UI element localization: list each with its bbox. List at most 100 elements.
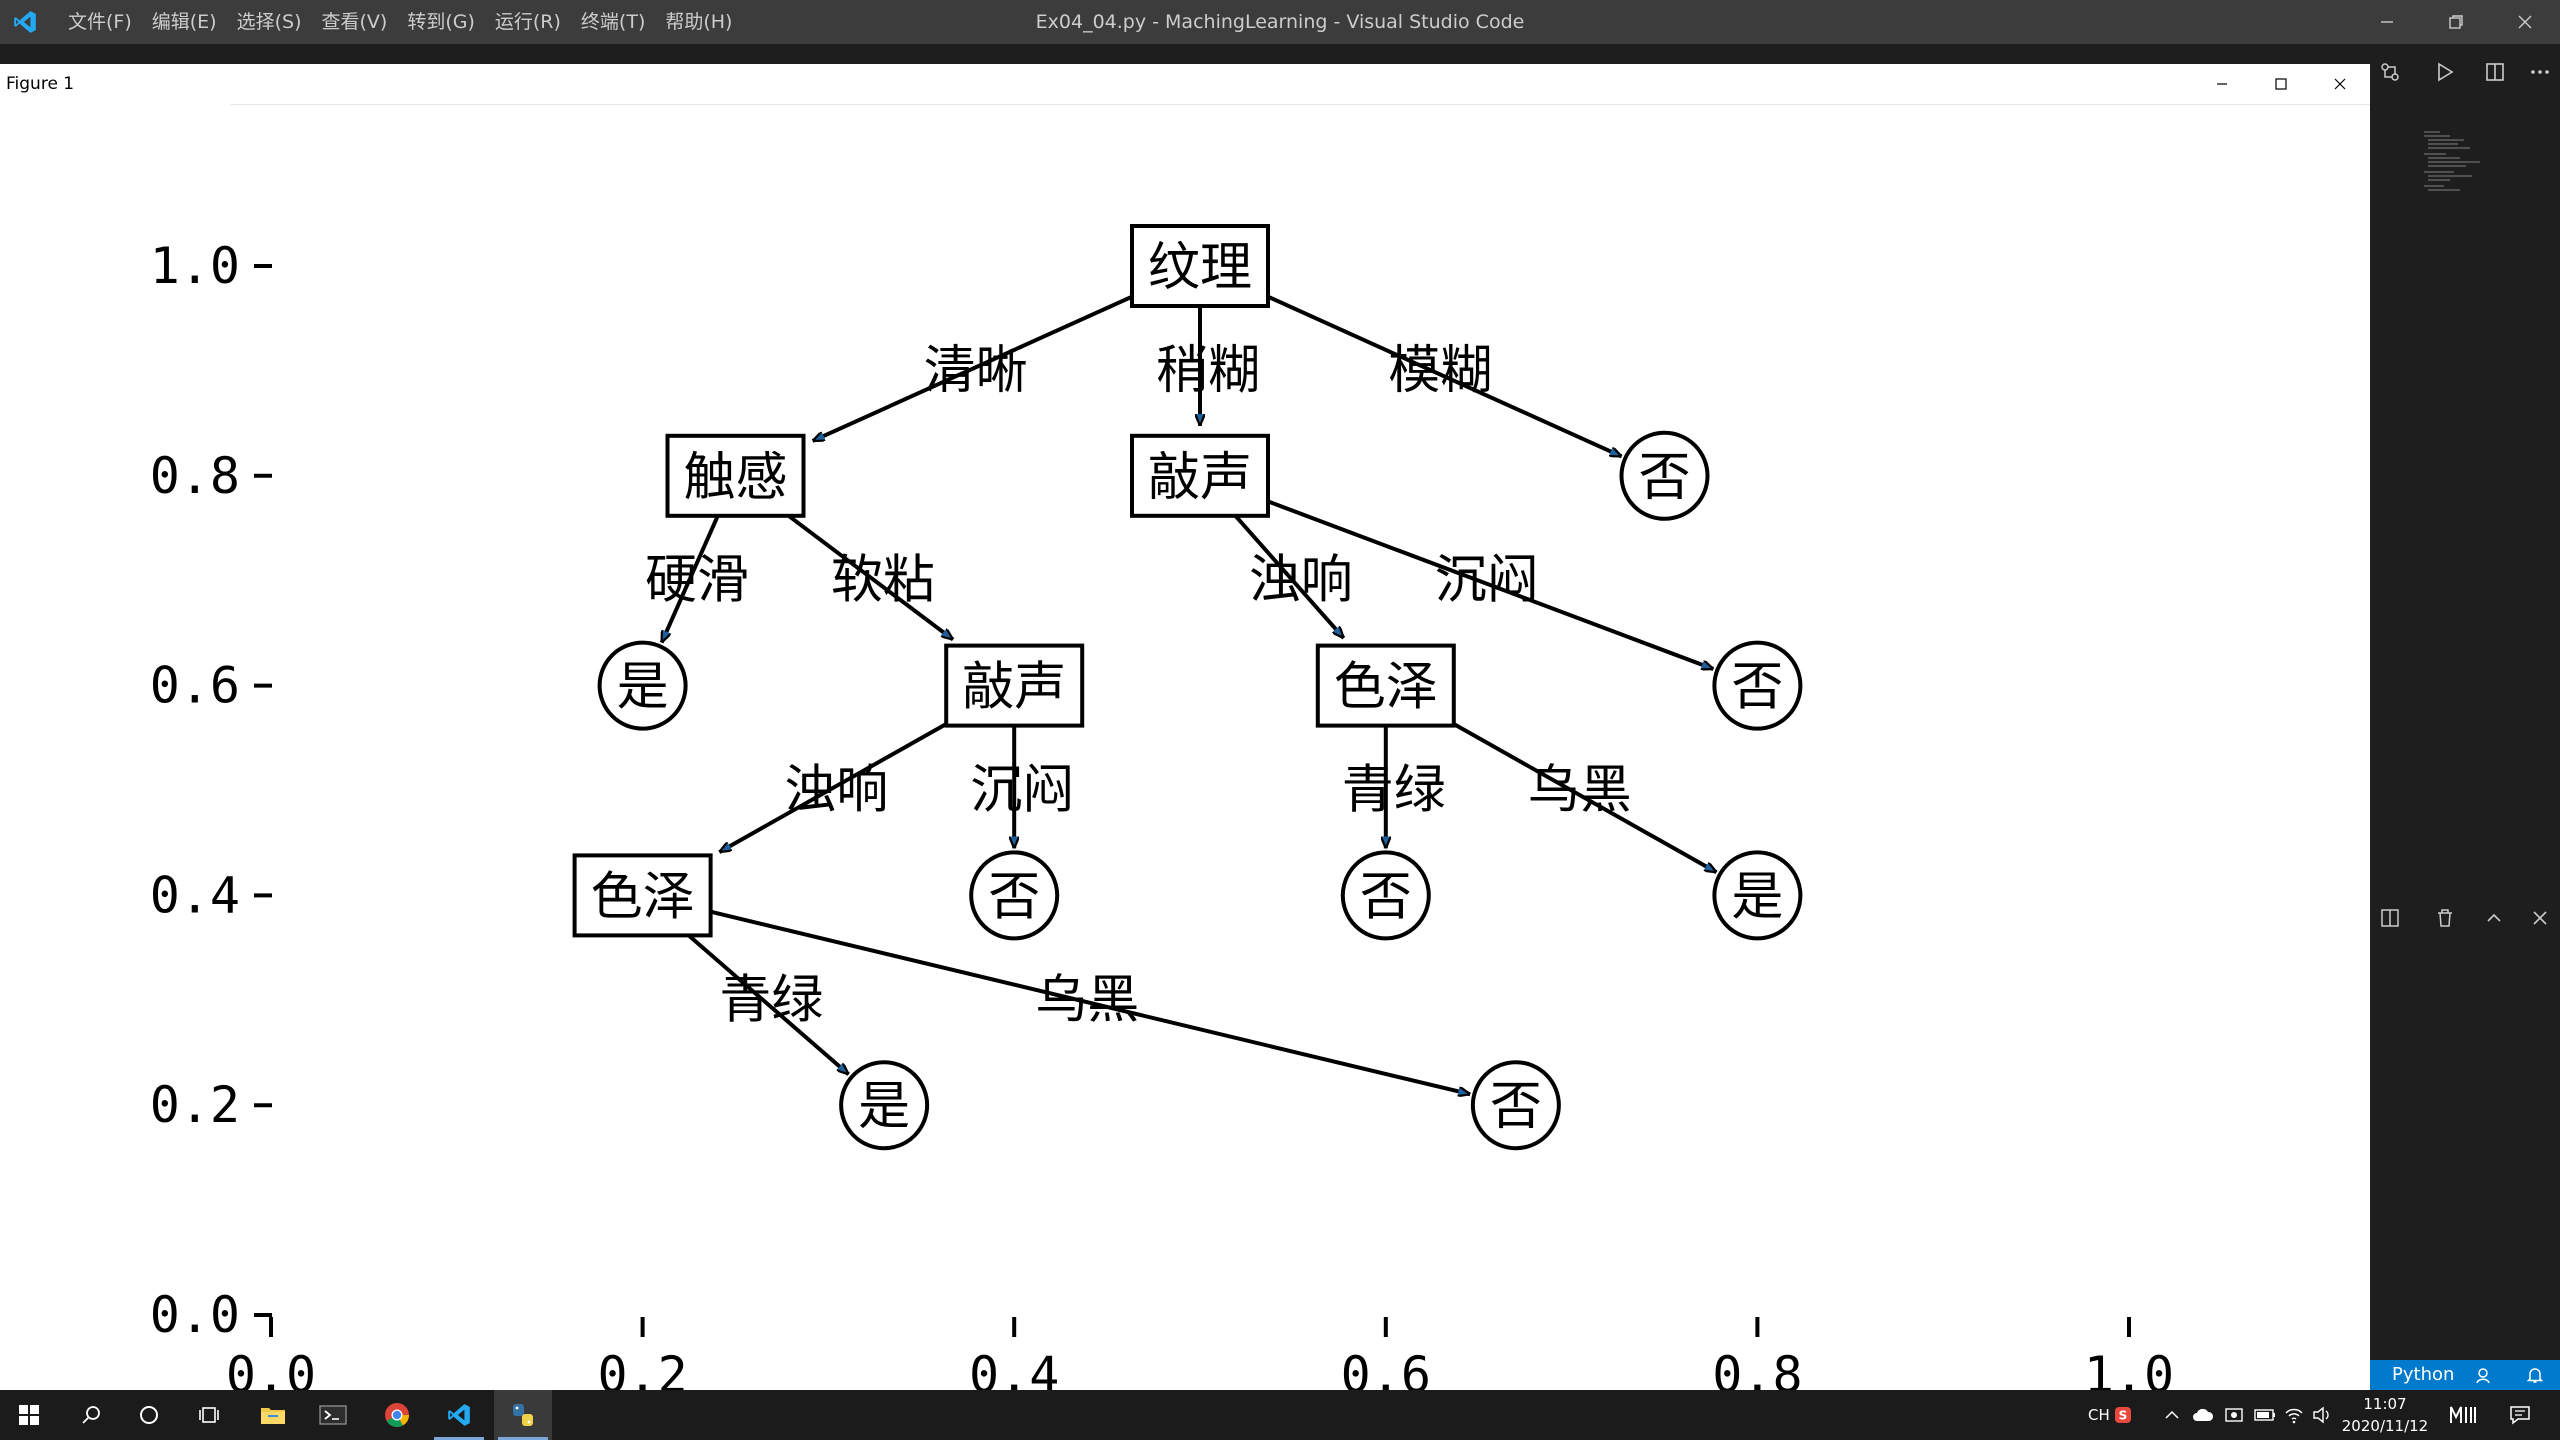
menu-terminal[interactable]: 终端(T) xyxy=(580,11,646,33)
leaf-node-label: 否 xyxy=(1360,867,1412,927)
menu-bar: 文件(F) 编辑(E) 选择(S) 查看(V) 转到(G) 运行(R) 终端(T… xyxy=(58,0,742,44)
menu-run[interactable]: 运行(R) xyxy=(494,11,561,33)
window-close-button[interactable] xyxy=(2496,0,2554,44)
leaf-node-circle xyxy=(597,640,688,731)
y-tick-label: 1.0 xyxy=(150,237,240,295)
bell-icon[interactable] xyxy=(2526,1366,2544,1384)
trash-icon xyxy=(2438,909,2452,927)
menu-view[interactable]: 查看(V) xyxy=(321,11,388,33)
ellipsis-icon xyxy=(2531,70,2549,74)
split-editor-icon xyxy=(2486,63,2504,81)
windows-taskbar: CH S 11:07 2020/11/12 xyxy=(0,1390,2560,1440)
cortana-icon xyxy=(140,1406,158,1424)
menu-selection[interactable]: 选择(S) xyxy=(236,11,302,33)
taskbar-file-explorer[interactable] xyxy=(244,1390,302,1440)
menu-go[interactable]: 转到(G) xyxy=(407,11,475,33)
windows-logo-icon xyxy=(19,1405,39,1425)
leaf-node-label: 是 xyxy=(1731,867,1783,927)
taskbar-chrome[interactable] xyxy=(368,1390,426,1440)
python-icon xyxy=(513,1404,533,1426)
leaf-node-circle xyxy=(1340,850,1431,941)
maximize-icon xyxy=(2275,78,2287,90)
search-button[interactable] xyxy=(62,1390,120,1440)
taskbar-python-figure[interactable] xyxy=(494,1390,552,1440)
tree-edge xyxy=(1233,514,1343,638)
decision-node-box xyxy=(1315,643,1456,728)
taskbar-vscode[interactable] xyxy=(430,1390,488,1440)
chevron-up-icon[interactable] xyxy=(2164,1407,2180,1423)
more-actions-button[interactable] xyxy=(2520,52,2560,92)
battery-icon[interactable] xyxy=(2254,1407,2276,1423)
x-tick-label: 0.4 xyxy=(969,1346,1059,1390)
close-icon xyxy=(2518,15,2532,29)
wifi-icon[interactable] xyxy=(2284,1405,2304,1425)
taskbar-terminal[interactable] xyxy=(304,1390,362,1440)
edge-label: 乌黑 xyxy=(1035,970,1139,1030)
editor-actions xyxy=(2370,52,2560,92)
figure-close-button[interactable] xyxy=(2311,64,2369,104)
figure-divider xyxy=(230,104,2370,105)
figure-maximize-button[interactable] xyxy=(2252,64,2310,104)
language-mode[interactable]: Python xyxy=(2392,1364,2455,1385)
decision-node-box xyxy=(1130,433,1270,518)
edge-label: 青绿 xyxy=(1342,761,1446,821)
tree-edge xyxy=(687,933,849,1074)
figure-title: Figure 1 xyxy=(6,74,75,94)
menu-help[interactable]: 帮助(H) xyxy=(665,11,733,33)
y-tick-label: 0.0 xyxy=(150,1286,240,1344)
tree-edge xyxy=(1452,722,1717,875)
leaf-node-circle xyxy=(969,850,1060,941)
vscode-titlebar: 文件(F) 编辑(E) 选择(S) 查看(V) 转到(G) 运行(R) 终端(T… xyxy=(0,0,2560,44)
edge-label: 浊响 xyxy=(1249,551,1353,611)
maximize-panel-button[interactable] xyxy=(2474,898,2514,938)
cortana-button[interactable] xyxy=(120,1390,178,1440)
window-minimize-button[interactable] xyxy=(2358,0,2416,44)
open-changes-button[interactable] xyxy=(2370,52,2410,92)
menu-file[interactable]: 文件(F) xyxy=(68,11,132,33)
app-tray-icon[interactable] xyxy=(2448,1403,2478,1427)
edge-label: 清晰 xyxy=(924,341,1028,401)
task-view-button[interactable] xyxy=(180,1390,238,1440)
run-button[interactable] xyxy=(2425,52,2465,92)
kill-terminal-button[interactable] xyxy=(2425,898,2465,938)
decision-node-label: 色泽 xyxy=(1334,658,1438,718)
sogou-icon[interactable]: S xyxy=(2114,1406,2132,1424)
edge-label: 硬滑 xyxy=(645,551,749,611)
chrome-icon xyxy=(385,1403,409,1428)
input-method-indicator[interactable]: CH xyxy=(2088,1406,2110,1424)
feedback-icon[interactable] xyxy=(2474,1366,2492,1384)
notification-icon[interactable] xyxy=(2508,1403,2532,1427)
clock-date[interactable]: 2020/11/12 xyxy=(2341,1417,2429,1435)
decision-node-label: 敲声 xyxy=(1148,448,1252,508)
volume-icon[interactable] xyxy=(2312,1405,2332,1425)
vscode-logo-icon xyxy=(14,11,36,33)
compare-icon xyxy=(2381,63,2399,81)
start-button[interactable] xyxy=(0,1390,58,1440)
edge-label: 软粘 xyxy=(831,551,935,611)
decision-node-box xyxy=(944,643,1085,728)
edge-label: 沉闷 xyxy=(1435,551,1539,611)
split-editor-button[interactable] xyxy=(2475,52,2515,92)
clock-time[interactable]: 11:07 xyxy=(2363,1395,2407,1413)
decision-node-box xyxy=(572,853,713,938)
edge-label: 浊响 xyxy=(784,761,888,821)
security-icon[interactable] xyxy=(2224,1405,2244,1425)
tree-edge xyxy=(813,294,1133,443)
y-tick-label: 0.8 xyxy=(150,447,240,505)
edge-label: 模糊 xyxy=(1388,341,1492,401)
x-tick-label: 1.0 xyxy=(2084,1346,2174,1390)
onedrive-icon[interactable] xyxy=(2192,1406,2214,1424)
edge-label: 乌黑 xyxy=(1528,761,1632,821)
close-panel-button[interactable] xyxy=(2520,898,2560,938)
figure-minimize-button[interactable] xyxy=(2193,64,2251,104)
leaf-node-circle xyxy=(1712,640,1803,731)
leaf-node-label: 否 xyxy=(988,867,1040,927)
menu-edit[interactable]: 编辑(E) xyxy=(151,11,217,33)
window-restore-button[interactable] xyxy=(2427,0,2485,44)
split-terminal-button[interactable] xyxy=(2370,898,2410,938)
minimap[interactable] xyxy=(2420,128,2500,208)
leaf-node-circle xyxy=(839,1060,930,1151)
decision-node-label: 敲声 xyxy=(962,658,1066,718)
